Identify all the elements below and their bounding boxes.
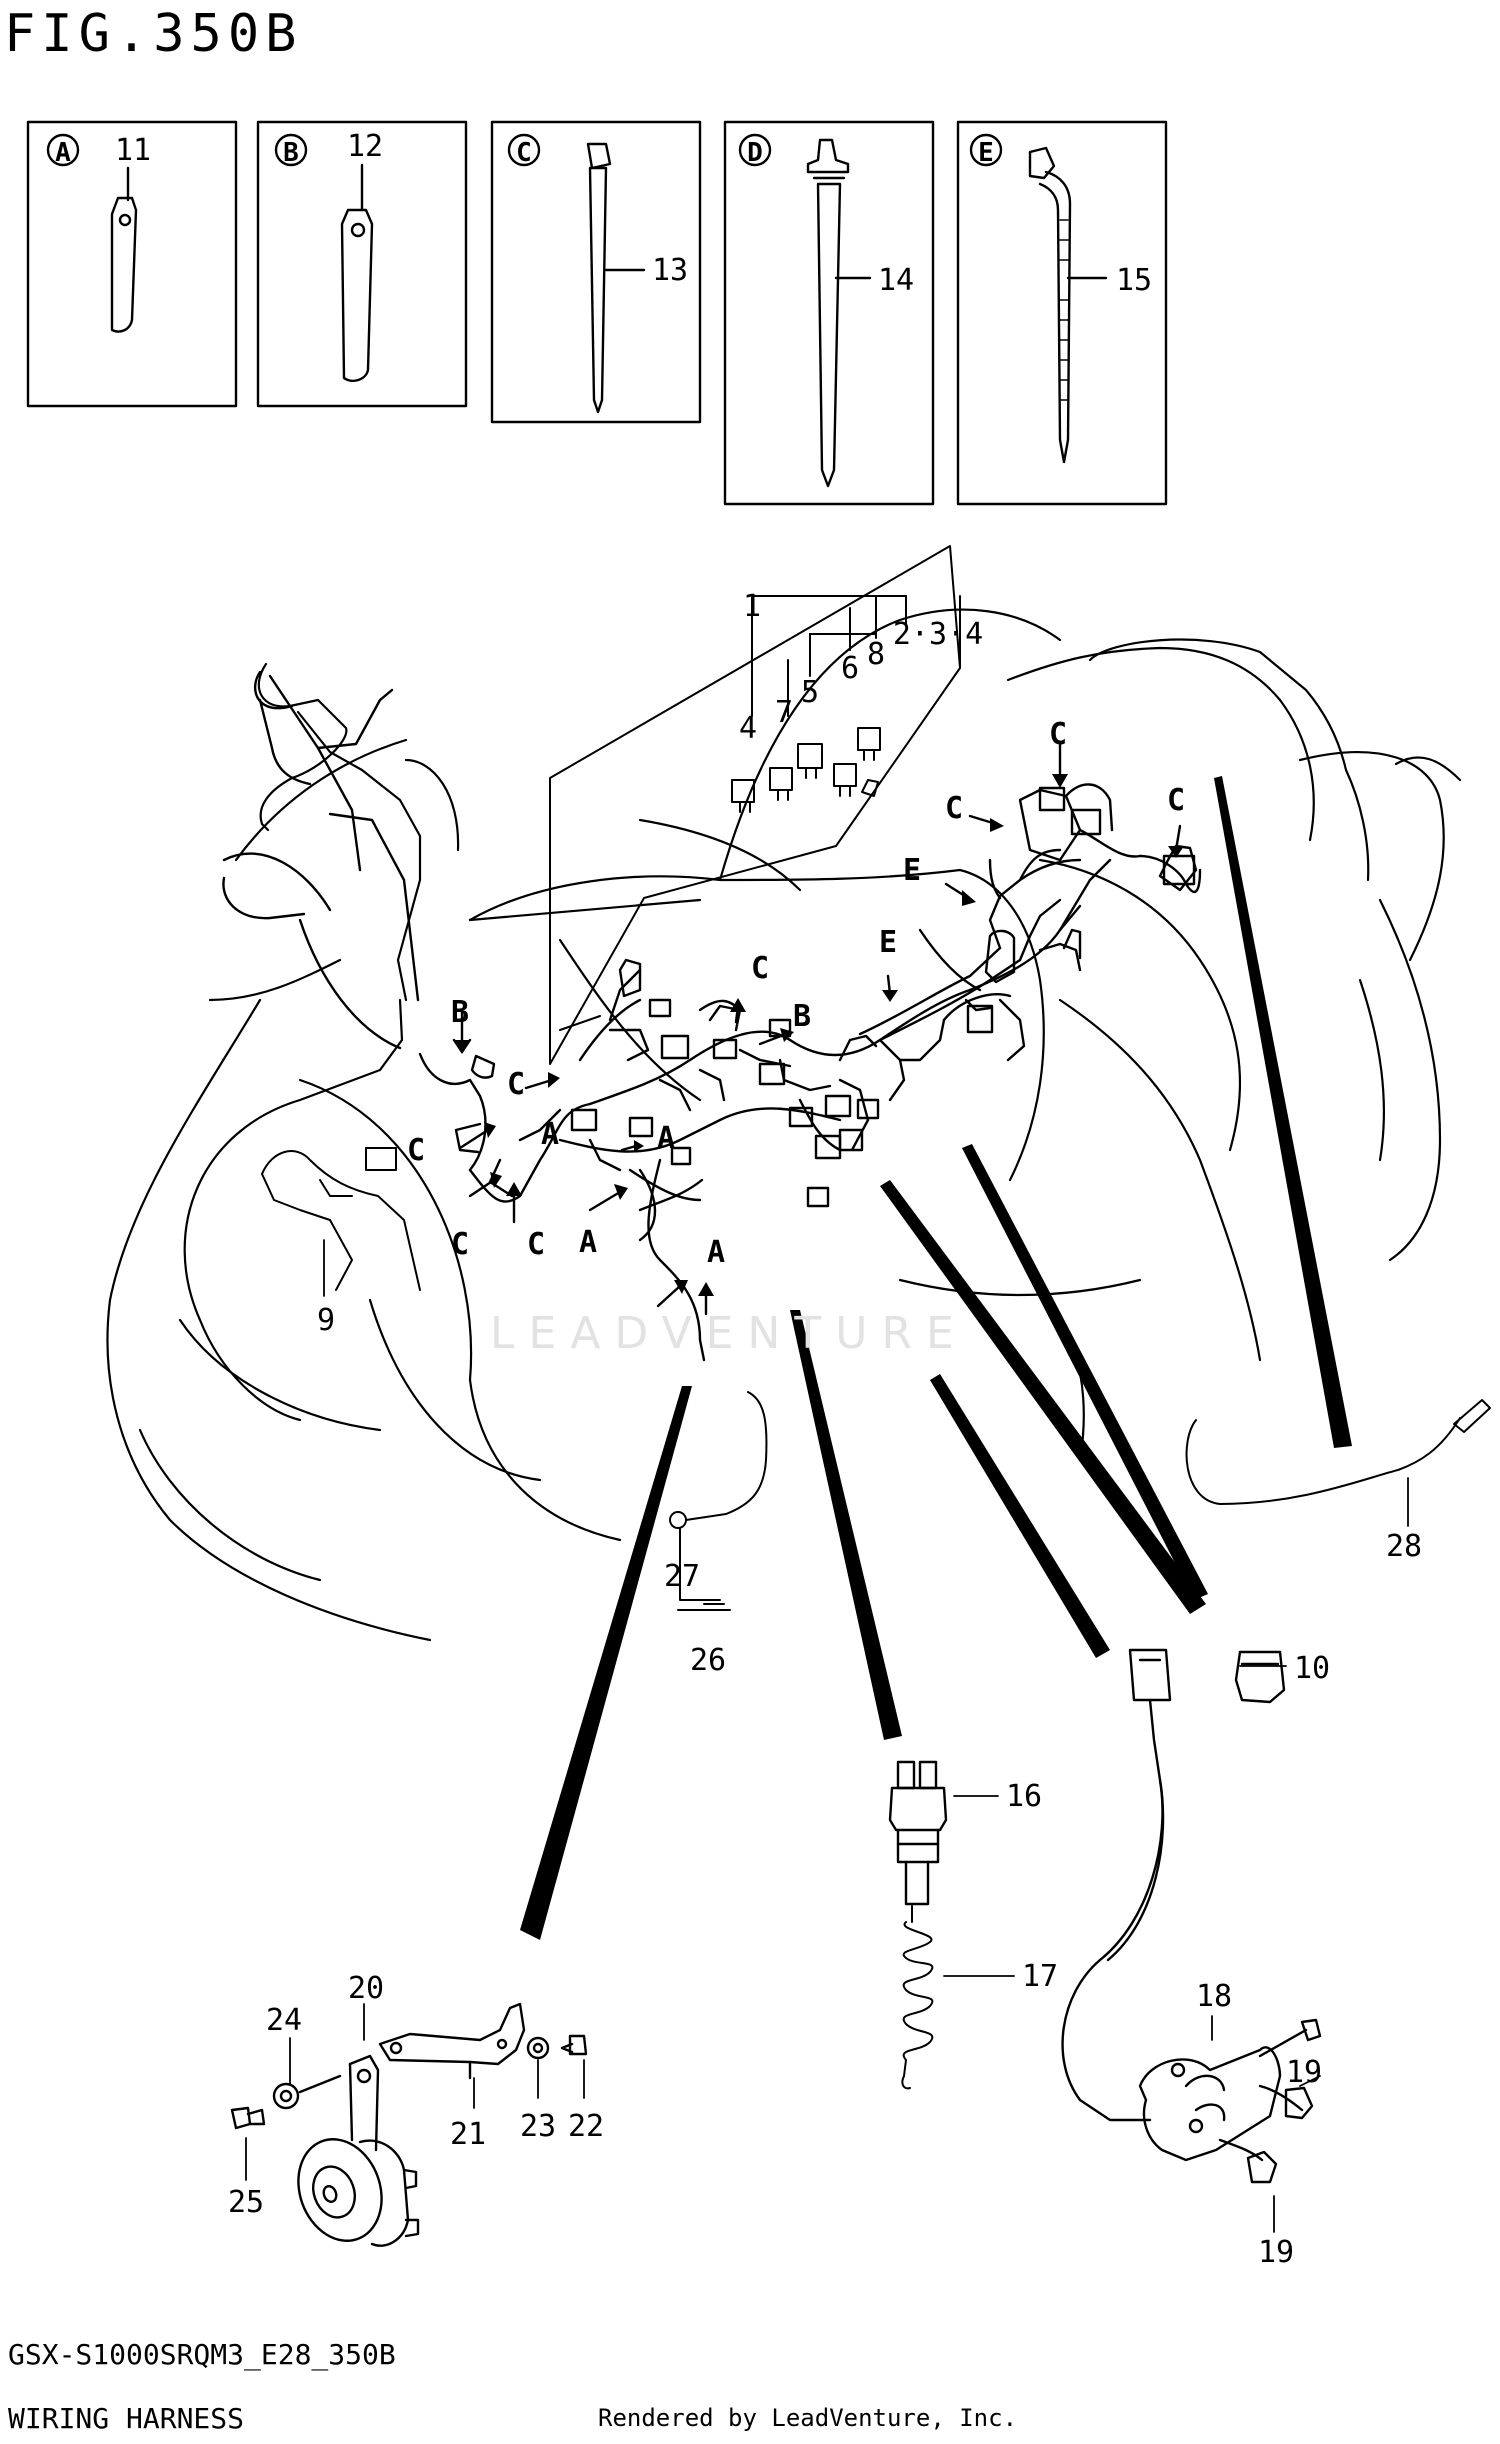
callout-27: 27	[664, 1559, 700, 1594]
callout-7: 7	[775, 695, 793, 730]
detail-box-e-letter: E	[978, 138, 994, 168]
callout-23: 23	[520, 2109, 556, 2144]
callout-2-3-4: 2·3·4	[893, 617, 983, 652]
detail-box-b-letter: B	[283, 138, 299, 168]
clamp-label-a-2: A	[579, 1225, 597, 1260]
motorcycle-outline	[106, 608, 1462, 1642]
main-wiring-harness	[418, 858, 1112, 1362]
callout-21: 21	[450, 2117, 486, 2152]
callout-20: 20	[348, 1971, 384, 2006]
clamp-label-a-4: A	[541, 1117, 559, 1152]
mirror-handlebar	[222, 670, 420, 1050]
callout-25: 25	[228, 2185, 264, 2220]
callout-5: 5	[801, 675, 819, 710]
detail-box-c-part: 13	[652, 253, 688, 288]
callout-1: 1	[743, 589, 761, 624]
callout-leaders	[245, 1239, 1409, 2233]
callout-22: 22	[568, 2109, 604, 2144]
callout-17: 17	[1022, 1959, 1058, 1994]
horn-assembly	[230, 2002, 588, 2247]
detail-box-c	[490, 120, 702, 424]
detail-box-e	[956, 120, 1168, 506]
callout-26: 26	[690, 1643, 726, 1678]
clamp-label-c-4: C	[527, 1227, 545, 1262]
clamp-label-c-2: C	[407, 1133, 425, 1168]
detail-box-b	[256, 120, 468, 408]
callout-6: 6	[841, 651, 859, 686]
clamp-label-c-8: C	[1167, 783, 1185, 818]
detail-box-d-letter: D	[747, 138, 763, 168]
rear-harness	[858, 783, 1202, 1042]
clamp-label-a-3: A	[707, 1235, 725, 1270]
callout-10: 10	[1294, 1651, 1330, 1686]
render-credit: Rendered by LeadVenture, Inc.	[598, 2404, 1018, 2432]
part-10-cap	[1234, 1650, 1286, 1704]
detail-box-a	[26, 120, 238, 408]
clamp-label-c-7: C	[945, 791, 963, 826]
part-28-sensor-wire	[1185, 1399, 1491, 1505]
figure-title: FIG.350B	[4, 4, 303, 64]
clamp-label-a-1: A	[657, 1121, 675, 1156]
callout-9: 9	[317, 1303, 335, 1338]
detail-box-d-part: 14	[878, 263, 914, 298]
clamp-label-c-6: C	[1049, 717, 1067, 752]
detail-box-b-part: 12	[347, 129, 383, 164]
detail-box-a-letter: A	[55, 138, 71, 168]
detail-box-c-letter: C	[516, 138, 532, 168]
leader-wedges	[520, 776, 1352, 1940]
section-name: WIRING HARNESS	[8, 2402, 245, 2435]
callout-24: 24	[266, 2003, 302, 2038]
watermark: LEADVENTURE	[490, 1308, 968, 1359]
part-26-27-ground-wire	[669, 1391, 768, 1611]
callout-19-top: 19	[1286, 2055, 1322, 2090]
callout-4: 4	[739, 711, 757, 746]
clamp-label-c-5: C	[751, 951, 769, 986]
callout-8: 8	[867, 637, 885, 672]
clamp-label-c-3: C	[451, 1227, 469, 1262]
part-18-sensor	[1061, 1648, 1322, 2184]
relay-group	[549, 545, 961, 1065]
part-17-spring	[901, 1905, 934, 2090]
part-9-harness	[261, 1147, 421, 1291]
clamp-label-e-1: E	[903, 853, 921, 888]
detail-box-e-part: 15	[1116, 263, 1152, 298]
part-16-switch	[888, 1760, 948, 1906]
callout-28: 28	[1386, 1529, 1422, 1564]
arrow-heads	[454, 774, 1184, 1296]
clamp-label-c-1: C	[507, 1067, 525, 1102]
callout-16: 16	[1006, 1779, 1042, 1814]
clamp-label-e-2: E	[879, 925, 897, 960]
detail-box-d	[723, 120, 935, 506]
detail-box-a-part: 11	[115, 133, 151, 168]
model-code: GSX-S1000SRQM3_E28_350B	[8, 2338, 396, 2371]
callout-18: 18	[1196, 1979, 1232, 2014]
clamp-label-b-1: B	[451, 995, 469, 1030]
callout-19-bottom: 19	[1258, 2235, 1294, 2270]
clamp-label-b-2: B	[793, 999, 811, 1034]
